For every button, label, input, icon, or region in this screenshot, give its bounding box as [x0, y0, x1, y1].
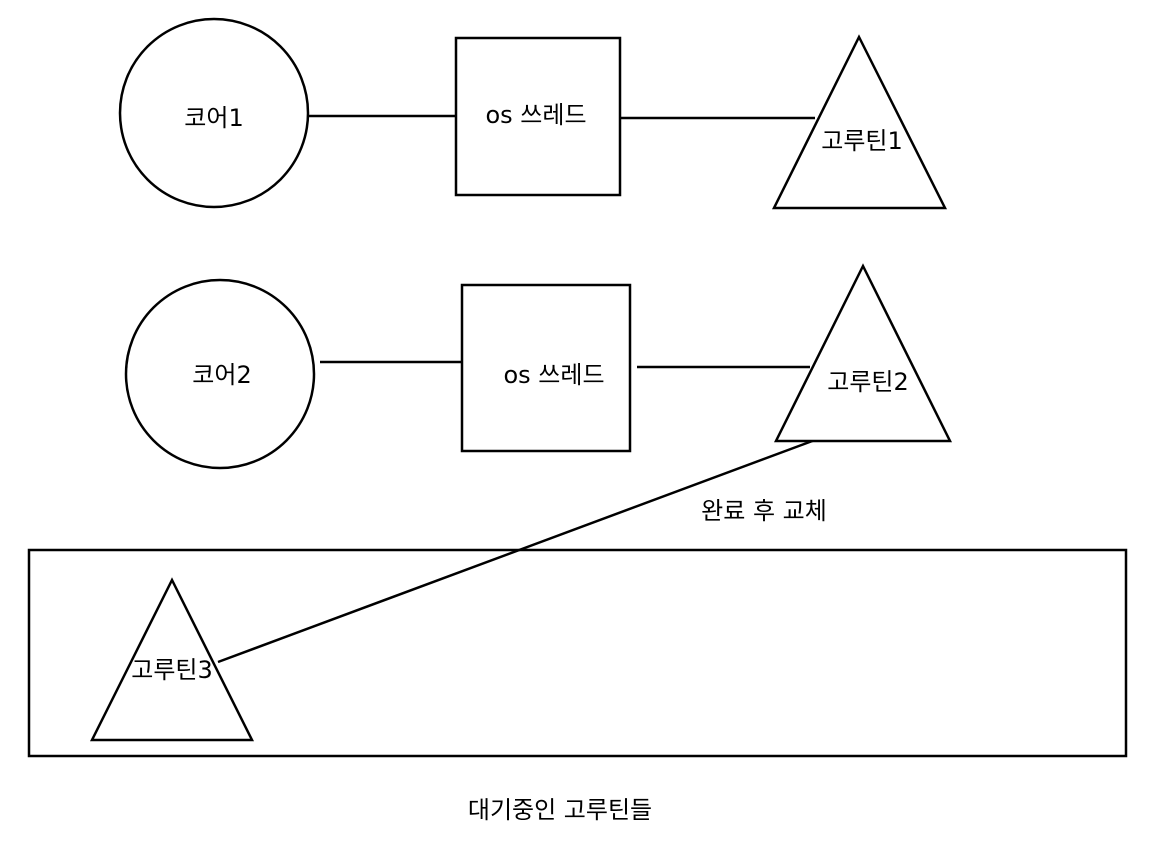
core2-label: 코어2	[192, 361, 251, 389]
replace-edge-label: 완료 후 교체	[701, 497, 827, 525]
thread1-node	[454, 36, 622, 197]
core2-node	[124, 278, 316, 470]
thread2-label: os 쓰레드	[503, 361, 604, 389]
core1-label: 코어1	[184, 104, 243, 132]
coroutine3-label: 고루틴3	[131, 656, 213, 684]
edge-replace-coroutine2-coroutine3	[217, 438, 816, 664]
coroutine3-node	[89, 577, 255, 742]
coroutine2-label: 고루틴2	[827, 368, 909, 396]
core1-node	[118, 17, 310, 209]
thread2-node	[460, 283, 632, 453]
coroutine1-label: 고루틴1	[821, 127, 903, 155]
thread1-label: os 쓰레드	[485, 101, 586, 129]
waiting-container-label: 대기중인 고루틴들	[468, 796, 652, 824]
coroutine2-node	[773, 263, 953, 443]
coroutine1-node	[771, 34, 948, 210]
